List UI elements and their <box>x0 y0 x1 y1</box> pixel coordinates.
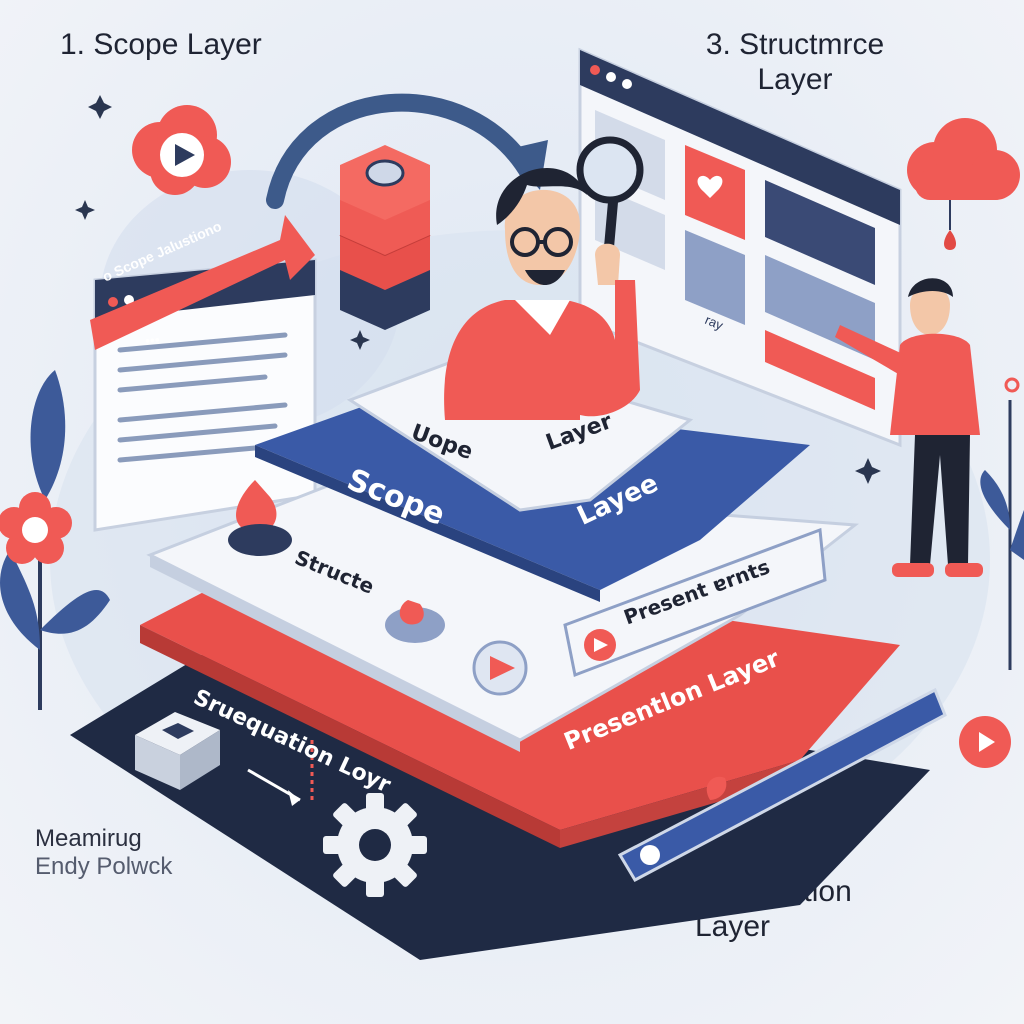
scope-banner <box>90 215 315 350</box>
stacked-cubes-icon <box>339 145 431 330</box>
person-right-illustration <box>835 278 983 577</box>
play-icon <box>490 656 515 680</box>
structure-heading-line2: Layer <box>757 62 833 96</box>
curved-arrow-icon <box>266 93 539 209</box>
cloud-icon <box>907 118 1020 250</box>
credit-line1: Meamirug <box>35 825 142 852</box>
sparkle-icon <box>350 330 370 350</box>
sparkle-icon <box>88 95 112 119</box>
gear-icon <box>323 793 427 897</box>
heart-icon <box>697 175 723 198</box>
sparkle-icon <box>75 200 95 220</box>
sparkle-icon <box>855 458 881 484</box>
credit-text: Meamirug Endy Polwck <box>35 825 172 880</box>
play-cloud-icon <box>132 105 231 195</box>
scope-layer-heading: 1. Scope Layer <box>60 28 262 61</box>
structure-heading-line1: 3. Structmrce <box>705 28 885 61</box>
flower-plant-icon <box>0 370 110 710</box>
play-button-icon <box>959 716 1011 768</box>
credit-line2: Endy Polwck <box>35 852 173 880</box>
right-plant-icon <box>980 377 1024 670</box>
present-pill <box>563 527 827 678</box>
person-center-illustration <box>444 136 644 420</box>
structure-layer-heading: 3. Structmrce Layer <box>665 28 925 97</box>
drop-icon <box>236 480 277 533</box>
blue-pill <box>617 687 947 882</box>
